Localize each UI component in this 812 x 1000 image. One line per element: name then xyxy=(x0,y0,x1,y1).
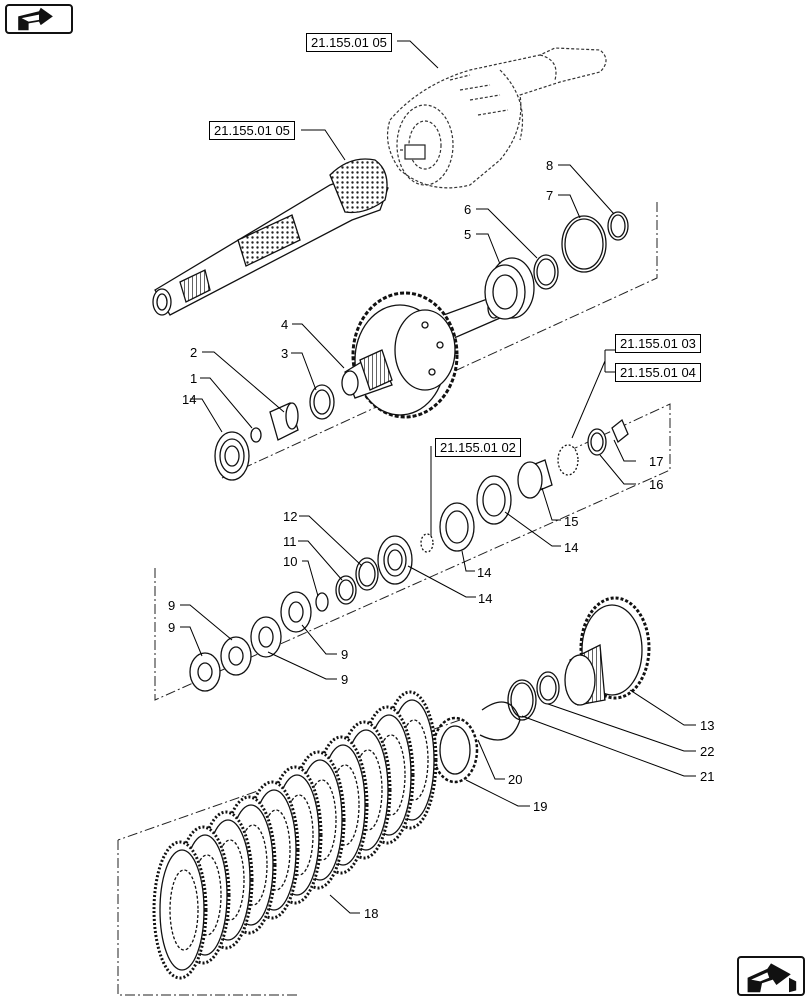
callout-number: 4 xyxy=(281,317,289,332)
callout-number: 14 xyxy=(564,540,579,555)
callout-number: 19 xyxy=(533,799,548,814)
callout-number: 10 xyxy=(283,554,298,569)
snap-ring-set xyxy=(431,671,560,784)
callout-number: 22 xyxy=(700,744,715,759)
clutch-disc-stack xyxy=(152,690,438,980)
callout-number: 9 xyxy=(341,647,349,662)
callout-number: 5 xyxy=(464,227,472,242)
forward-arrow-icon xyxy=(747,963,797,993)
reference-tag[interactable]: 21.155.01 03 xyxy=(615,334,701,353)
callout-number: 9 xyxy=(168,598,176,613)
callout-number: 6 xyxy=(464,202,472,217)
callout-number: 11 xyxy=(283,534,297,549)
callout-number: 14 xyxy=(182,392,197,407)
drum-gear xyxy=(564,596,651,706)
callout-number: 17 xyxy=(649,454,664,469)
back-button[interactable] xyxy=(5,4,73,34)
reference-tag[interactable]: 21.155.01 05 xyxy=(209,121,295,140)
forward-button[interactable] xyxy=(737,956,805,996)
main-gear-assembly xyxy=(341,291,501,419)
callout-number: 14 xyxy=(477,565,492,580)
upper-left-small-parts xyxy=(214,384,335,481)
callout-number: 1 xyxy=(190,371,198,386)
reference-tag[interactable]: 21.155.01 05 xyxy=(306,33,392,52)
leader-lines xyxy=(180,40,696,914)
input-shaft xyxy=(152,158,389,316)
back-arrow-icon xyxy=(18,7,53,31)
callout-number: 13 xyxy=(700,718,715,733)
middle-part-group xyxy=(189,418,629,692)
callout-number: 8 xyxy=(546,158,554,173)
callout-number: 7 xyxy=(546,188,554,203)
clutch-disc-bore xyxy=(169,869,199,951)
callout-number: 14 xyxy=(478,591,493,606)
callout-number: 16 xyxy=(649,477,664,492)
reference-clutch-housing xyxy=(387,47,607,189)
callout-number: 15 xyxy=(564,514,579,529)
upper-bearing-set xyxy=(484,211,629,320)
callout-number: 21 xyxy=(700,769,715,784)
reference-tag[interactable]: 21.155.01 02 xyxy=(435,438,521,457)
callout-number: 12 xyxy=(283,509,298,524)
callout-number: 20 xyxy=(508,772,523,787)
reference-tag[interactable]: 21.155.01 04 xyxy=(615,363,701,382)
callout-number: 2 xyxy=(190,345,198,360)
callout-number: 9 xyxy=(341,672,349,687)
callout-number: 18 xyxy=(364,906,379,921)
callout-number: 3 xyxy=(281,346,289,361)
callout-number: 9 xyxy=(168,620,176,635)
